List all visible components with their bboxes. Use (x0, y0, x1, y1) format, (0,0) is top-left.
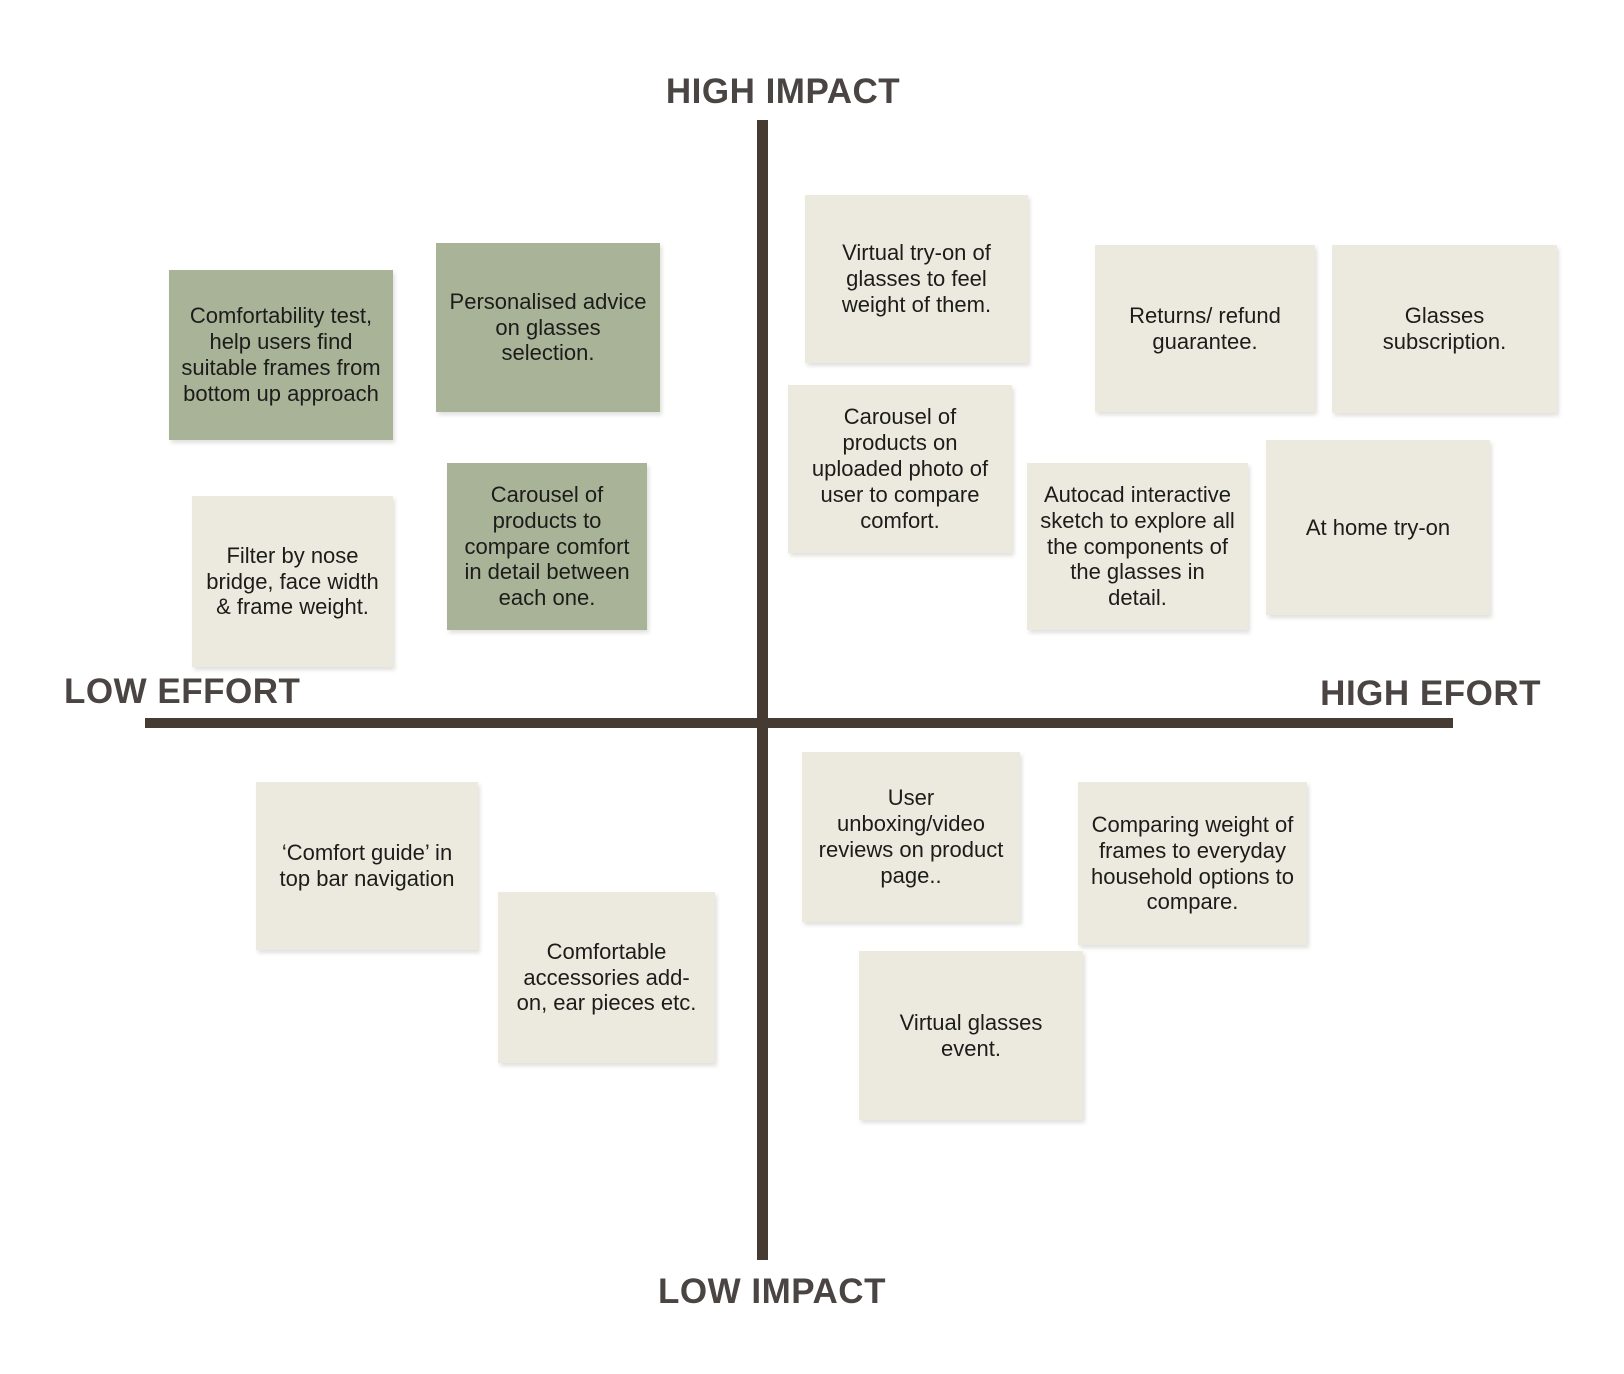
sticky-note-text: Virtual try-on of glasses to feel weight… (841, 240, 992, 317)
sticky-note-comfortability-test[interactable]: Comfortability test, help users find sui… (169, 270, 393, 440)
sticky-note-user-unboxing[interactable]: User unboxing/video reviews on product p… (802, 752, 1020, 922)
sticky-note-text: Filter by nose bridge, face width & fram… (206, 542, 379, 620)
sticky-note-text: Personalised advice on glasses selection… (449, 288, 647, 366)
sticky-note-comfortable-accessories[interactable]: Comfortable accessories add-on, ear piec… (498, 892, 715, 1063)
sticky-note-at-home-try-on[interactable]: At home try-on (1266, 440, 1490, 615)
sticky-note-text: Comfortable accessories add-on, ear piec… (516, 938, 697, 1016)
sticky-note-glasses-subscription[interactable]: Glasses subscription. (1332, 245, 1557, 413)
sticky-note-text: Carousel of products on uploaded photo o… (811, 404, 989, 533)
axis-label-high-impact: HIGH IMPACT (665, 72, 901, 111)
sticky-note-text: Virtual glasses event. (899, 1009, 1043, 1061)
sticky-note-filter-nose-bridge[interactable]: Filter by nose bridge, face width & fram… (192, 496, 393, 667)
sticky-note-carousel-compare-comfort[interactable]: Carousel of products to compare comfort … (447, 463, 647, 630)
sticky-note-autocad-sketch[interactable]: Autocad interactive sketch to explore al… (1027, 463, 1248, 630)
sticky-note-comfort-guide[interactable]: ‘Comfort guide’ in top bar navigation (256, 782, 478, 950)
sticky-note-text: Glasses subscription. (1382, 303, 1507, 354)
effort-axis-line (145, 718, 1453, 728)
sticky-note-text: Comparing weight of frames to everyday h… (1090, 811, 1295, 915)
sticky-note-text: User unboxing/video reviews on product p… (818, 785, 1004, 888)
sticky-note-text: ‘Comfort guide’ in top bar navigation (279, 840, 455, 891)
sticky-note-text: Returns/ refund guarantee. (1129, 302, 1281, 354)
sticky-note-virtual-try-on[interactable]: Virtual try-on of glasses to feel weight… (805, 195, 1028, 363)
axis-label-low-effort: LOW EFFORT (64, 672, 301, 711)
sticky-note-carousel-uploaded-photo[interactable]: Carousel of products on uploaded photo o… (788, 385, 1012, 553)
sticky-note-text: Carousel of products to compare comfort … (464, 481, 630, 611)
axis-label-high-effort: HIGH EFORT (1320, 674, 1541, 713)
sticky-note-text: At home try-on (1305, 514, 1451, 540)
sticky-note-virtual-glasses-event[interactable]: Virtual glasses event. (859, 951, 1083, 1120)
sticky-note-text: Autocad interactive sketch to explore al… (1040, 481, 1235, 611)
sticky-note-returns-refund[interactable]: Returns/ refund guarantee. (1095, 245, 1315, 412)
sticky-note-personalised-advice[interactable]: Personalised advice on glasses selection… (436, 243, 660, 412)
axis-label-low-impact: LOW IMPACT (658, 1272, 886, 1311)
sticky-note-comparing-weight[interactable]: Comparing weight of frames to everyday h… (1078, 782, 1307, 945)
impact-axis-line (757, 120, 768, 1260)
sticky-note-text: Comfortability test, help users find sui… (181, 303, 381, 406)
